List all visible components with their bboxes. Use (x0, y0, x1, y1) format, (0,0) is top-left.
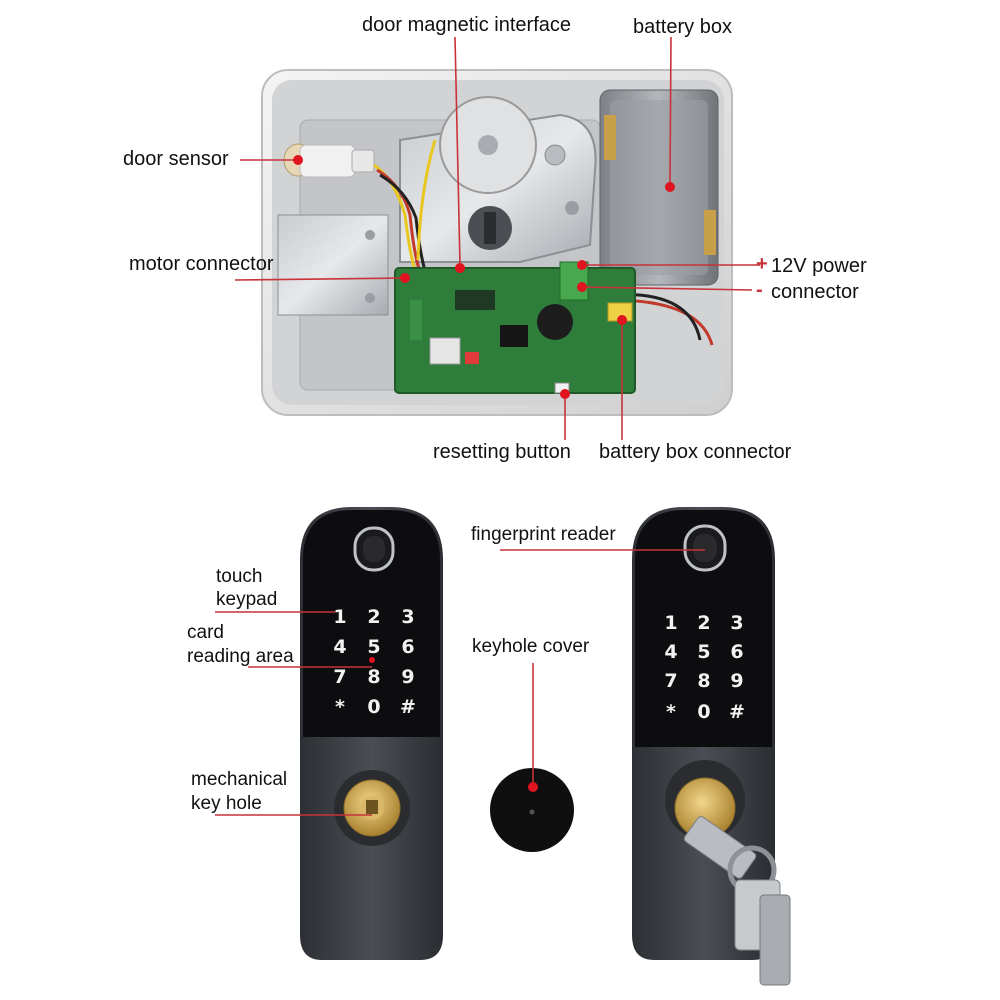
lock-front-right (632, 507, 791, 986)
key-7-left[interactable]: 7 (333, 666, 347, 688)
key-6-left[interactable]: 6 (401, 636, 415, 658)
key-5-left[interactable]: 5 (367, 636, 381, 658)
marker-power-plus (577, 260, 587, 270)
marker-power-minus (577, 282, 587, 292)
key-0-left[interactable]: 0 (367, 696, 381, 718)
key-2-left[interactable]: 2 (367, 606, 381, 628)
label-card: card (187, 622, 224, 643)
label-key-hole: key hole (191, 793, 262, 814)
label-battery-box: battery box (633, 16, 732, 38)
top-markers (293, 155, 675, 399)
label-power-connector: connector (771, 281, 859, 303)
pcb-board (394, 261, 636, 394)
keyhole-cover-component (490, 768, 574, 852)
marker-door-sensor (293, 155, 303, 165)
key-0-right[interactable]: 0 (697, 701, 711, 723)
marker-resetting-button (560, 389, 570, 399)
marker-keyhole-cover (528, 782, 538, 792)
key-3-left[interactable]: 3 (401, 606, 415, 628)
label-keyhole-cover: keyhole cover (472, 636, 590, 657)
key-5-right[interactable]: 5 (697, 641, 711, 663)
marker-card-reading-area (369, 657, 375, 663)
label-resetting-button: resetting button (433, 441, 571, 463)
key-1-right[interactable]: 1 (664, 612, 678, 634)
label-motor-connector: motor connector (129, 253, 274, 275)
key-4-left[interactable]: 4 (333, 636, 347, 658)
label-battery-box-connector: battery box connector (599, 441, 792, 463)
key-8-left[interactable]: 8 (367, 666, 381, 688)
label-12v-power: 12V power (771, 255, 867, 277)
key-1-left[interactable]: 1 (333, 606, 347, 628)
key-hash-right[interactable]: # (729, 701, 745, 723)
label-mechanical: mechanical (191, 769, 288, 790)
bottom-markers (369, 657, 538, 792)
marker-motor-connector (400, 273, 410, 283)
key-4-right[interactable]: 4 (664, 641, 678, 663)
label-fingerprint-reader: fingerprint reader (471, 524, 616, 545)
key-9-left[interactable]: 9 (401, 666, 415, 688)
top-leader-lines (234, 36, 760, 440)
key-star-right[interactable]: * (666, 701, 676, 723)
label-touch: touch (216, 566, 263, 587)
battery-box-component (599, 89, 719, 286)
key-2-right[interactable]: 2 (697, 612, 711, 634)
lock-front-left (300, 507, 443, 960)
marker-battery-box-connector (617, 315, 627, 325)
label-door-sensor: door sensor (123, 148, 229, 170)
marker-door-magnetic-interface (455, 263, 465, 273)
key-3-right[interactable]: 3 (730, 612, 744, 634)
key-6-right[interactable]: 6 (730, 641, 744, 663)
key-hash-left[interactable]: # (400, 696, 416, 718)
label-door-magnetic-interface: door magnetic interface (362, 14, 572, 36)
key-7-right[interactable]: 7 (664, 670, 678, 692)
motor-bracket (277, 214, 389, 316)
bottom-leader-lines (215, 549, 705, 816)
key-8-right[interactable]: 8 (697, 670, 711, 692)
marker-battery-box (665, 182, 675, 192)
label-power-minus: - (756, 279, 763, 301)
key-9-right[interactable]: 9 (730, 670, 744, 692)
key-star-left[interactable]: * (335, 696, 345, 718)
label-reading-area: reading area (187, 646, 294, 667)
gear-assembly (399, 96, 597, 263)
label-power-plus: + (756, 253, 768, 275)
label-keypad: keypad (216, 589, 278, 610)
